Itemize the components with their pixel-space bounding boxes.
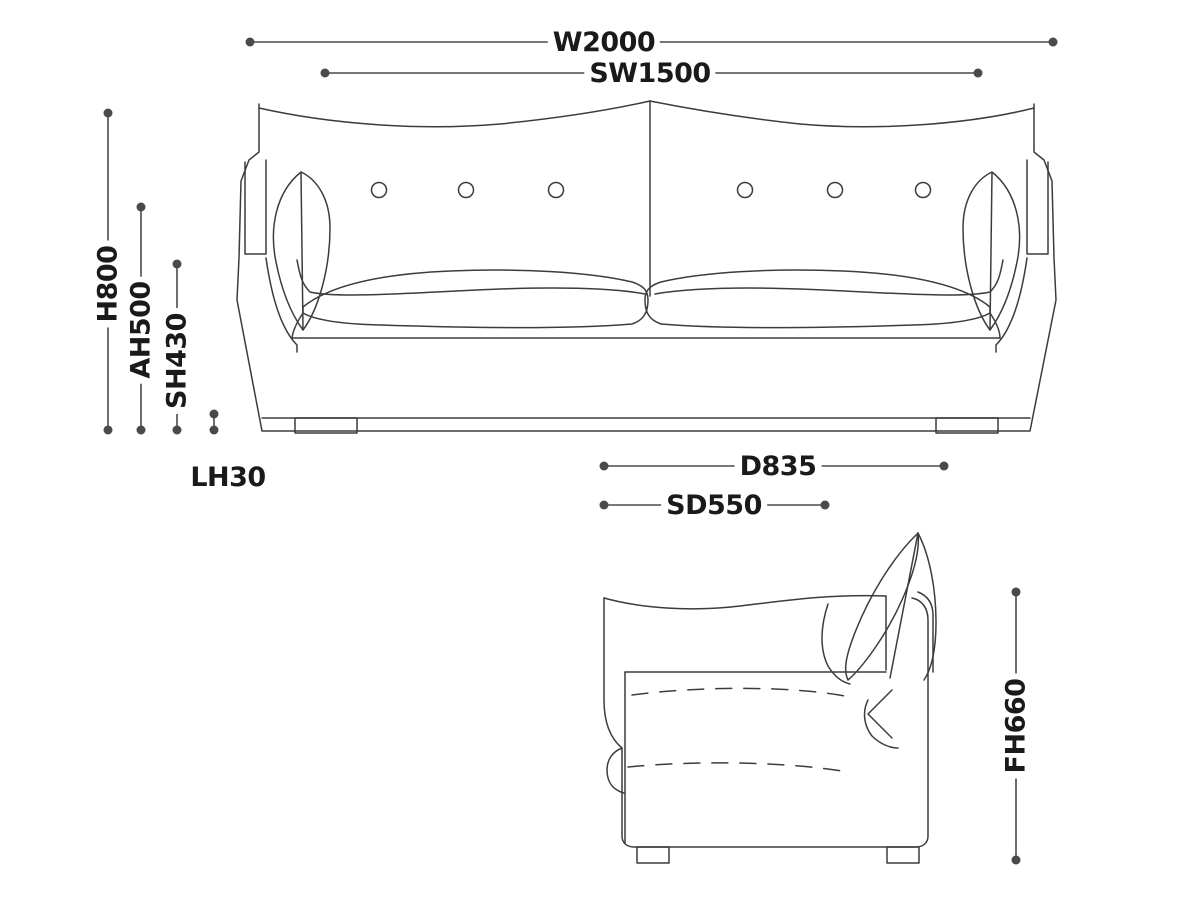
front-inner-arm-left <box>265 257 298 353</box>
side-leg-left <box>636 846 670 864</box>
side-seam-detail-lower <box>863 699 899 749</box>
front-button <box>547 181 565 199</box>
front-inner-arm-right <box>995 257 1028 353</box>
dimension-label-sh430: SH430 <box>161 308 193 414</box>
front-back-lower-right <box>654 259 1004 296</box>
front-body-outline <box>236 103 1057 432</box>
front-view <box>236 100 1057 434</box>
front-back-cushion-left <box>258 100 651 128</box>
dimension-lines <box>103 37 1058 865</box>
dimension-label-w2000: W2000 <box>547 27 661 58</box>
front-arm-panel-right <box>1026 159 1049 255</box>
dimension-label-d835: D835 <box>734 451 822 482</box>
side-back-cushion-crease <box>889 532 919 679</box>
front-back-cushion-right <box>649 100 1035 128</box>
side-view <box>603 532 937 864</box>
front-button <box>826 181 844 199</box>
front-arm-cushion-right-crease <box>989 171 993 331</box>
dimension-label-h800: H800 <box>92 240 124 328</box>
side-body-outline <box>603 597 929 848</box>
side-seat-front-curve <box>606 747 625 794</box>
side-arm-top <box>603 594 887 610</box>
front-seat-cushion-right <box>644 269 991 329</box>
side-back-cushion <box>844 532 920 681</box>
dimension-line-lh30 <box>209 409 219 435</box>
dimension-label-lh30: LH30 <box>185 462 271 493</box>
front-back-lower-left <box>296 259 646 296</box>
side-back-upright <box>917 532 937 681</box>
dimension-label-fh660: FH660 <box>1000 673 1032 779</box>
side-seam-detail-v <box>867 689 893 739</box>
front-seat-cushion-left <box>302 269 649 329</box>
front-leg-left <box>294 417 358 434</box>
side-leg-right <box>886 846 920 864</box>
dimension-label-sd550: SD550 <box>661 490 767 521</box>
dimension-label-sw1500: SW1500 <box>584 58 716 89</box>
front-button <box>914 181 932 199</box>
front-seat-rail-left-end <box>291 312 304 339</box>
side-stitch-lower <box>627 762 849 773</box>
front-button <box>457 181 475 199</box>
side-stitch-upper <box>631 687 846 697</box>
front-seat-rail-right-end <box>989 312 1001 339</box>
front-arm-panel-left <box>244 159 267 255</box>
dimension-label-ah500: AH500 <box>125 276 157 384</box>
front-button <box>736 181 754 199</box>
side-back-panel <box>917 591 934 673</box>
front-arm-cushion-left-crease <box>300 171 304 331</box>
front-leg-right <box>935 417 999 434</box>
front-button <box>370 181 388 199</box>
side-seam-detail-upper <box>821 603 851 685</box>
